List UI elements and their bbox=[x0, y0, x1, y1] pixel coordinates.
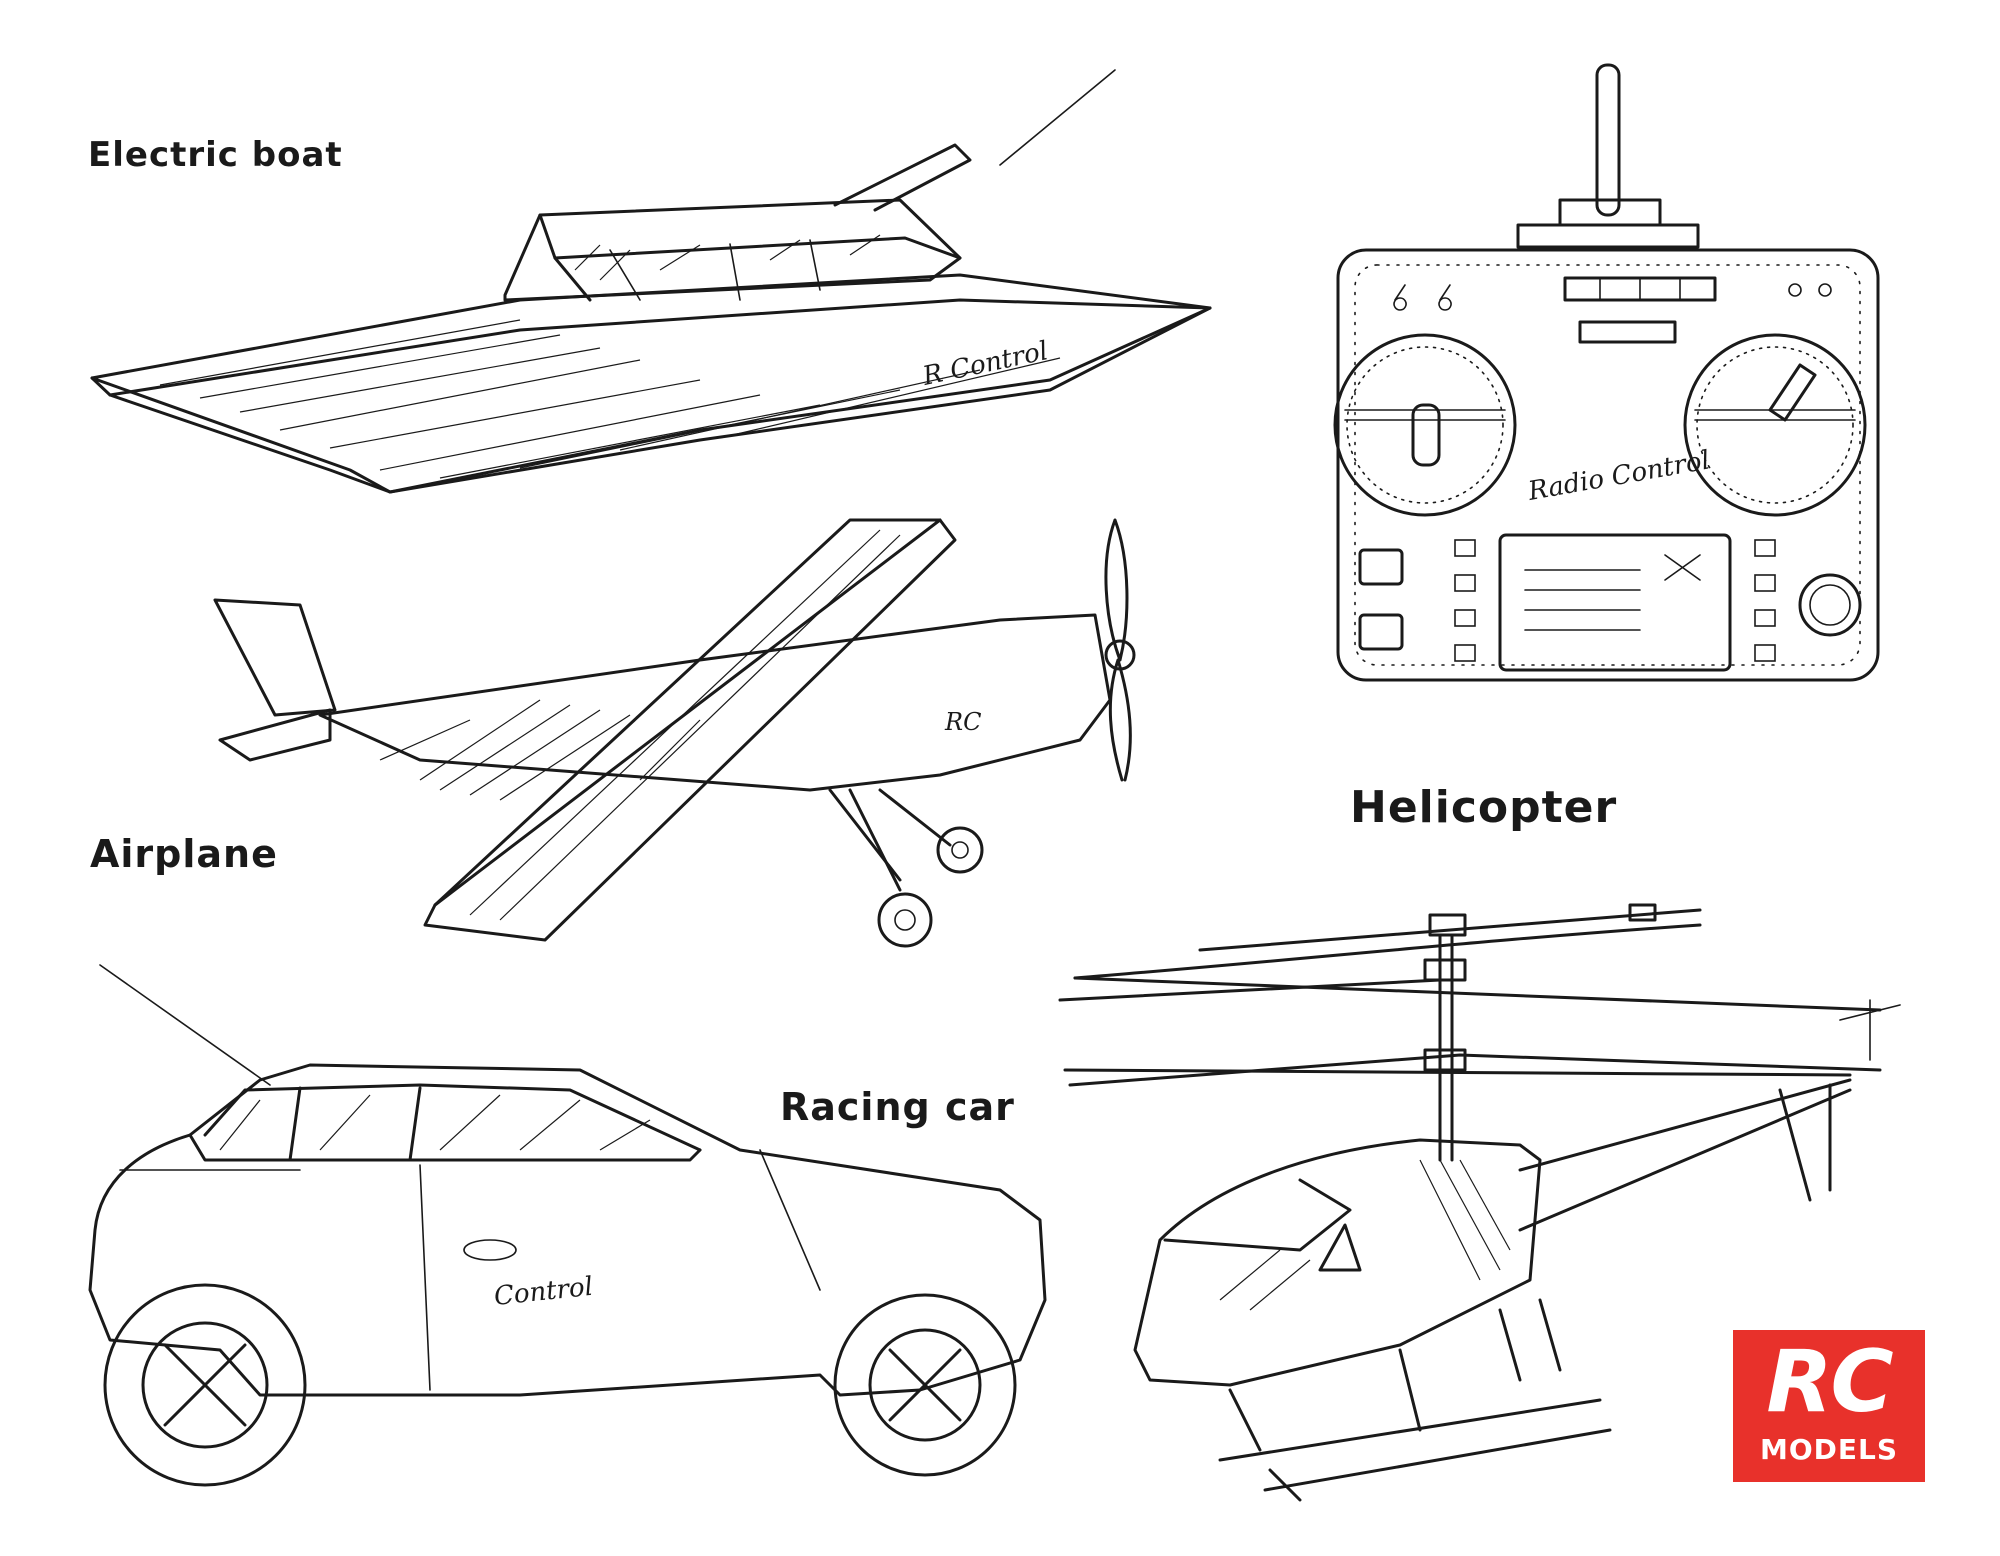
helicopter-icon bbox=[1058, 903, 1901, 1502]
label-electric-boat: Electric boat bbox=[88, 135, 343, 175]
car-icon: Control bbox=[88, 964, 1047, 1487]
label-helicopter: Helicopter bbox=[1350, 782, 1618, 833]
badge-subtitle: MODELS bbox=[1759, 1433, 1899, 1466]
boat-icon: R Control bbox=[90, 69, 1212, 494]
remote-control-icon: Radio Control bbox=[1333, 63, 1880, 682]
airplane-handwriting: RC bbox=[944, 708, 981, 736]
badge-title: RC bbox=[1766, 1332, 1893, 1432]
airplane-icon: RC bbox=[213, 518, 1136, 948]
remote-handwriting: Radio Control bbox=[1525, 445, 1712, 507]
rc-models-badge: RC MODELS bbox=[1733, 1330, 1925, 1482]
label-racing-car: Racing car bbox=[780, 1085, 1015, 1129]
car-handwriting: Control bbox=[493, 1272, 595, 1312]
label-airplane: Airplane bbox=[90, 832, 278, 876]
